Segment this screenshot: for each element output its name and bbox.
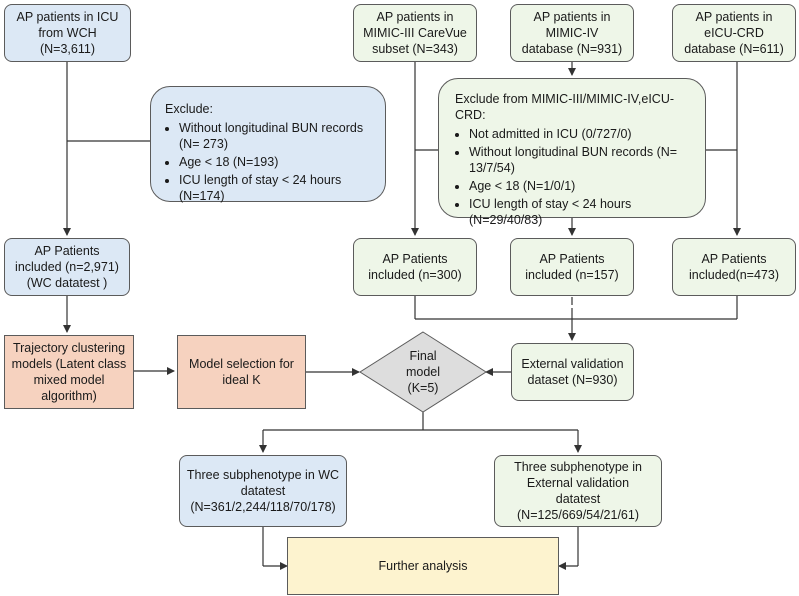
wch-exclusion-item: Without longitudinal BUN records (N= 273… [179,120,371,152]
external-subphenotype-line4: (N=125/669/54/21/61) [517,508,639,522]
eicu-included-line2: included(n=473) [689,268,779,282]
mimic3-source-line2: MIMIC-III CareVue [363,26,467,40]
external-validation-line2: dataset (N=930) [527,373,618,387]
eicu-source-line2: eICU-CRD [704,26,764,40]
eicu-included-box: AP Patients included(n=473) [672,238,796,296]
further-analysis-box: Further analysis [287,537,559,595]
mimic3-included-box: AP Patients included (n=300) [353,238,477,296]
mimic4-source-box: AP patients in MIMIC-IV database (N=931) [510,4,634,62]
external-exclusion-item: ICU length of stay < 24 hours (N=29/40/8… [469,196,693,228]
trajectory-clustering-box: Trajectory clustering models (Latent cla… [4,335,134,409]
wch-included-box: AP Patients included (n=2,971) (WC datat… [4,238,130,296]
wch-source-line3: (N=3,611) [39,42,95,56]
external-subphenotype-box: Three subphenotype in External validatio… [494,455,662,527]
external-subphenotype-line1: Three subphenotype in [514,460,642,474]
further-analysis-label: Further analysis [378,559,468,573]
final-model-diamond [359,331,487,413]
wch-included-line3: (WC datatest ) [26,276,108,290]
wc-subphenotype-line3: (N=361/2,244/118/70/178) [190,500,336,514]
external-exclusion-item: Without longitudinal BUN records (N= 13/… [469,144,693,176]
mimic4-included-line2: included (n=157) [525,268,619,282]
mimic4-included-box: AP Patients included (n=157) [510,238,634,296]
final-model-line1: Final [409,349,437,363]
trajectory-line2: models (Latent class [11,357,127,371]
wch-exclusion-heading: Exclude: [165,102,213,116]
external-validation-box: External validation dataset (N=930) [511,343,634,401]
mimic3-source-line3: subset (N=343) [372,42,458,56]
trajectory-line1: Trajectory clustering [12,341,126,355]
eicu-source-line1: AP patients in [695,10,773,24]
external-exclusion-heading: Exclude from MIMIC-III/MIMIC-IV,eICU-CRD… [455,92,675,122]
mimic3-source-line1: AP patients in [376,10,454,24]
final-model-line3: (K=5) [407,381,439,395]
eicu-source-line3: database (N=611) [684,42,784,56]
external-subphenotype-line3: datatest [555,492,601,506]
model-selection-box: Model selection for ideal K [177,335,306,409]
mimic4-included-line1: AP Patients [539,252,605,266]
wch-included-line2: included (n=2,971) [15,260,119,274]
wch-exclusion-box: Exclude: Without longitudinal BUN record… [150,86,386,203]
eicu-included-line1: AP Patients [701,252,767,266]
trajectory-line3: mixed model [33,373,105,387]
wch-source-box: AP patients in ICU from WCH (N=3,611) [4,4,131,62]
mimic4-source-line2: MIMIC-IV [545,26,599,40]
external-exclusion-item: Not admitted in ICU (0/727/0) [469,126,693,142]
wc-subphenotype-box: Three subphenotype in WC datatest (N=361… [179,455,347,527]
wch-exclusion-item: ICU length of stay < 24 hours (N=174) [179,172,371,204]
mimic3-included-line2: included (n=300) [368,268,462,282]
external-exclusion-item: Age < 18 (N=1/0/1) [469,178,693,194]
final-model-label: Final model (K=5) [383,348,463,396]
eicu-source-box: AP patients in eICU-CRD database (N=611) [672,4,796,62]
wch-included-line1: AP Patients [34,244,100,258]
wch-exclusion-item: Age < 18 (N=193) [179,154,371,170]
final-model-line2: model [405,365,441,379]
wc-subphenotype-line2: datatest [240,484,286,498]
mimic3-source-box: AP patients in MIMIC-III CareVue subset … [353,4,477,62]
trajectory-line4: algorithm) [41,389,97,403]
external-exclusion-box: Exclude from MIMIC-III/MIMIC-IV,eICU-CRD… [438,78,706,227]
wc-subphenotype-line1: Three subphenotype in WC [186,468,340,482]
wch-source-line1: AP patients in ICU [16,10,119,24]
external-exclusion-list: Not admitted in ICU (0/727/0) Without lo… [455,126,693,230]
mimic4-source-line3: database (N=931) [521,42,623,56]
model-selection-line1: Model selection for [189,357,294,371]
model-selection-line2: ideal K [222,373,261,387]
wch-exclusion-list: Without longitudinal BUN records (N= 273… [165,120,371,206]
wch-source-line2: from WCH [38,26,97,40]
mimic4-source-line1: AP patients in [533,10,611,24]
mimic3-included-line1: AP Patients [382,252,448,266]
external-subphenotype-line2: External validation [526,476,630,490]
external-validation-line1: External validation [521,357,624,371]
